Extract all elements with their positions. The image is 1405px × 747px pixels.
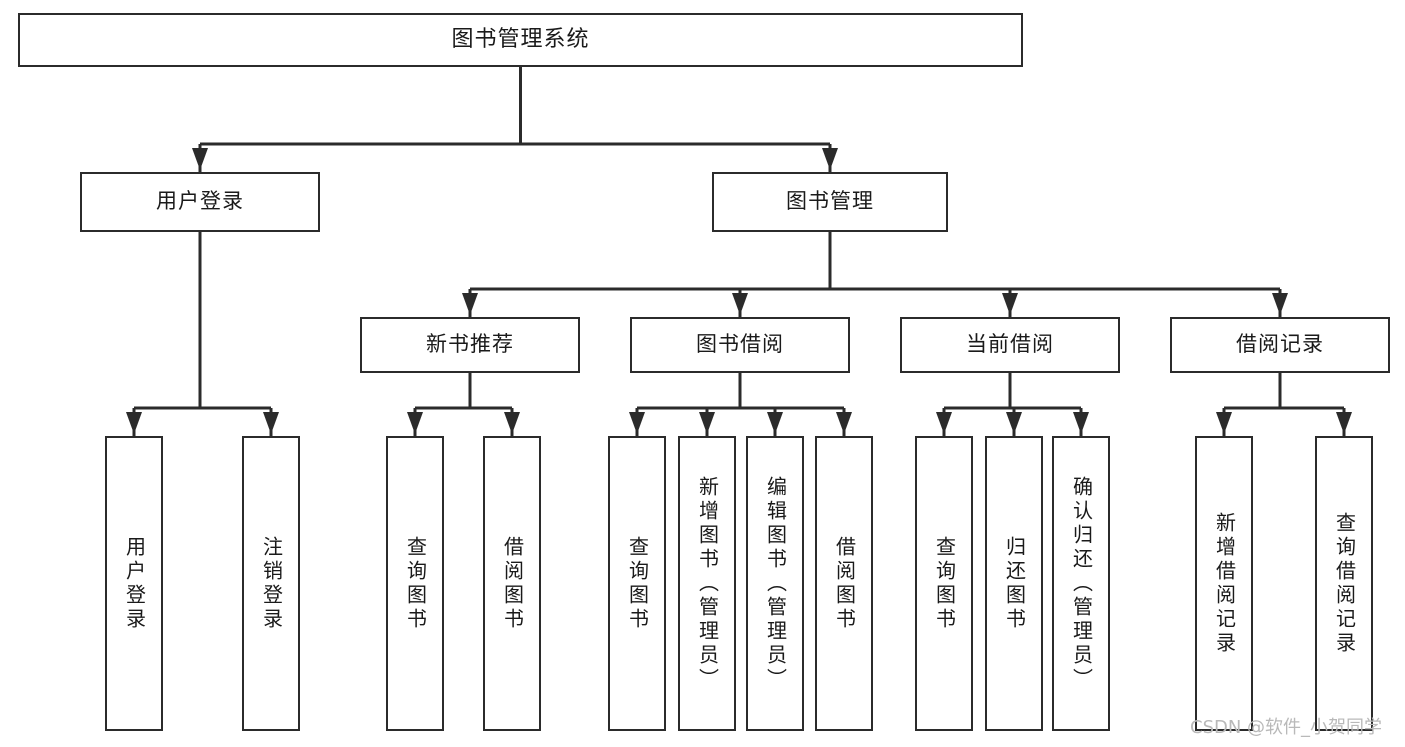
node-leaf-borrow-book-1[interactable]: 借阅图书: [483, 436, 541, 731]
arrowhead-icon: [1336, 412, 1352, 434]
node-label: 查询借阅记录: [1332, 511, 1357, 656]
node-label: 用户登录: [156, 189, 244, 214]
node-leaf-borrow-book-2[interactable]: 借阅图书: [815, 436, 873, 731]
arrowhead-icon: [1216, 412, 1232, 434]
node-leaf-confirm-return[interactable]: 确认归还（管理员）: [1052, 436, 1110, 731]
arrowhead-icon: [462, 293, 478, 315]
node-label: 查询图书: [403, 535, 428, 632]
node-label: 图书借阅: [696, 332, 784, 357]
node-label: 新增图书（管理员）: [695, 475, 720, 692]
node-new-book-rec[interactable]: 新书推荐: [360, 317, 580, 373]
node-label: 确认归还（管理员）: [1069, 475, 1094, 692]
node-leaf-query-book-1[interactable]: 查询图书: [386, 436, 444, 731]
arrowhead-icon: [767, 412, 783, 434]
arrowhead-icon: [126, 412, 142, 434]
node-leaf-user-login[interactable]: 用户登录: [105, 436, 163, 731]
node-leaf-query-book-3[interactable]: 查询图书: [915, 436, 973, 731]
arrowhead-icon: [936, 412, 952, 434]
arrowhead-icon: [699, 412, 715, 434]
arrowhead-icon: [263, 412, 279, 434]
node-label: 新增借阅记录: [1212, 511, 1237, 656]
node-leaf-query-record[interactable]: 查询借阅记录: [1315, 436, 1373, 731]
node-label: 查询图书: [932, 535, 957, 632]
node-user-login[interactable]: 用户登录: [80, 172, 320, 232]
node-label: 注销登录: [259, 535, 284, 632]
arrowhead-icon: [1002, 293, 1018, 315]
arrowhead-icon: [1006, 412, 1022, 434]
node-leaf-logout[interactable]: 注销登录: [242, 436, 300, 731]
node-leaf-query-book-2[interactable]: 查询图书: [608, 436, 666, 731]
node-label: 图书管理: [786, 189, 874, 214]
node-leaf-return-book[interactable]: 归还图书: [985, 436, 1043, 731]
arrowhead-icon: [1073, 412, 1089, 434]
arrowhead-icon: [732, 293, 748, 315]
arrowhead-icon: [504, 412, 520, 434]
node-book-manage[interactable]: 图书管理: [712, 172, 948, 232]
arrowhead-icon: [629, 412, 645, 434]
node-label: 借阅记录: [1236, 332, 1324, 357]
arrowhead-icon: [836, 412, 852, 434]
node-leaf-add-book[interactable]: 新增图书（管理员）: [678, 436, 736, 731]
node-label: 归还图书: [1002, 535, 1027, 632]
arrowhead-icon: [192, 148, 208, 170]
node-borrow-record[interactable]: 借阅记录: [1170, 317, 1390, 373]
node-leaf-add-record[interactable]: 新增借阅记录: [1195, 436, 1253, 731]
node-label: 用户登录: [122, 535, 147, 632]
arrowhead-icon: [1272, 293, 1288, 315]
node-book-borrow[interactable]: 图书借阅: [630, 317, 850, 373]
arrowhead-icon: [822, 148, 838, 170]
node-label: 图书管理系统: [451, 26, 590, 52]
csdn-watermark: CSDN @软件_小贺同学: [1190, 717, 1383, 738]
node-label: 借阅图书: [500, 535, 525, 632]
node-label: 新书推荐: [426, 332, 514, 357]
node-label: 编辑图书（管理员）: [763, 475, 788, 692]
node-root[interactable]: 图书管理系统: [18, 13, 1023, 67]
node-label: 查询图书: [625, 535, 650, 632]
arrowhead-icon: [407, 412, 423, 434]
node-leaf-edit-book[interactable]: 编辑图书（管理员）: [746, 436, 804, 731]
node-label: 当前借阅: [966, 332, 1054, 357]
node-current-borrow[interactable]: 当前借阅: [900, 317, 1120, 373]
node-label: 借阅图书: [832, 535, 857, 632]
